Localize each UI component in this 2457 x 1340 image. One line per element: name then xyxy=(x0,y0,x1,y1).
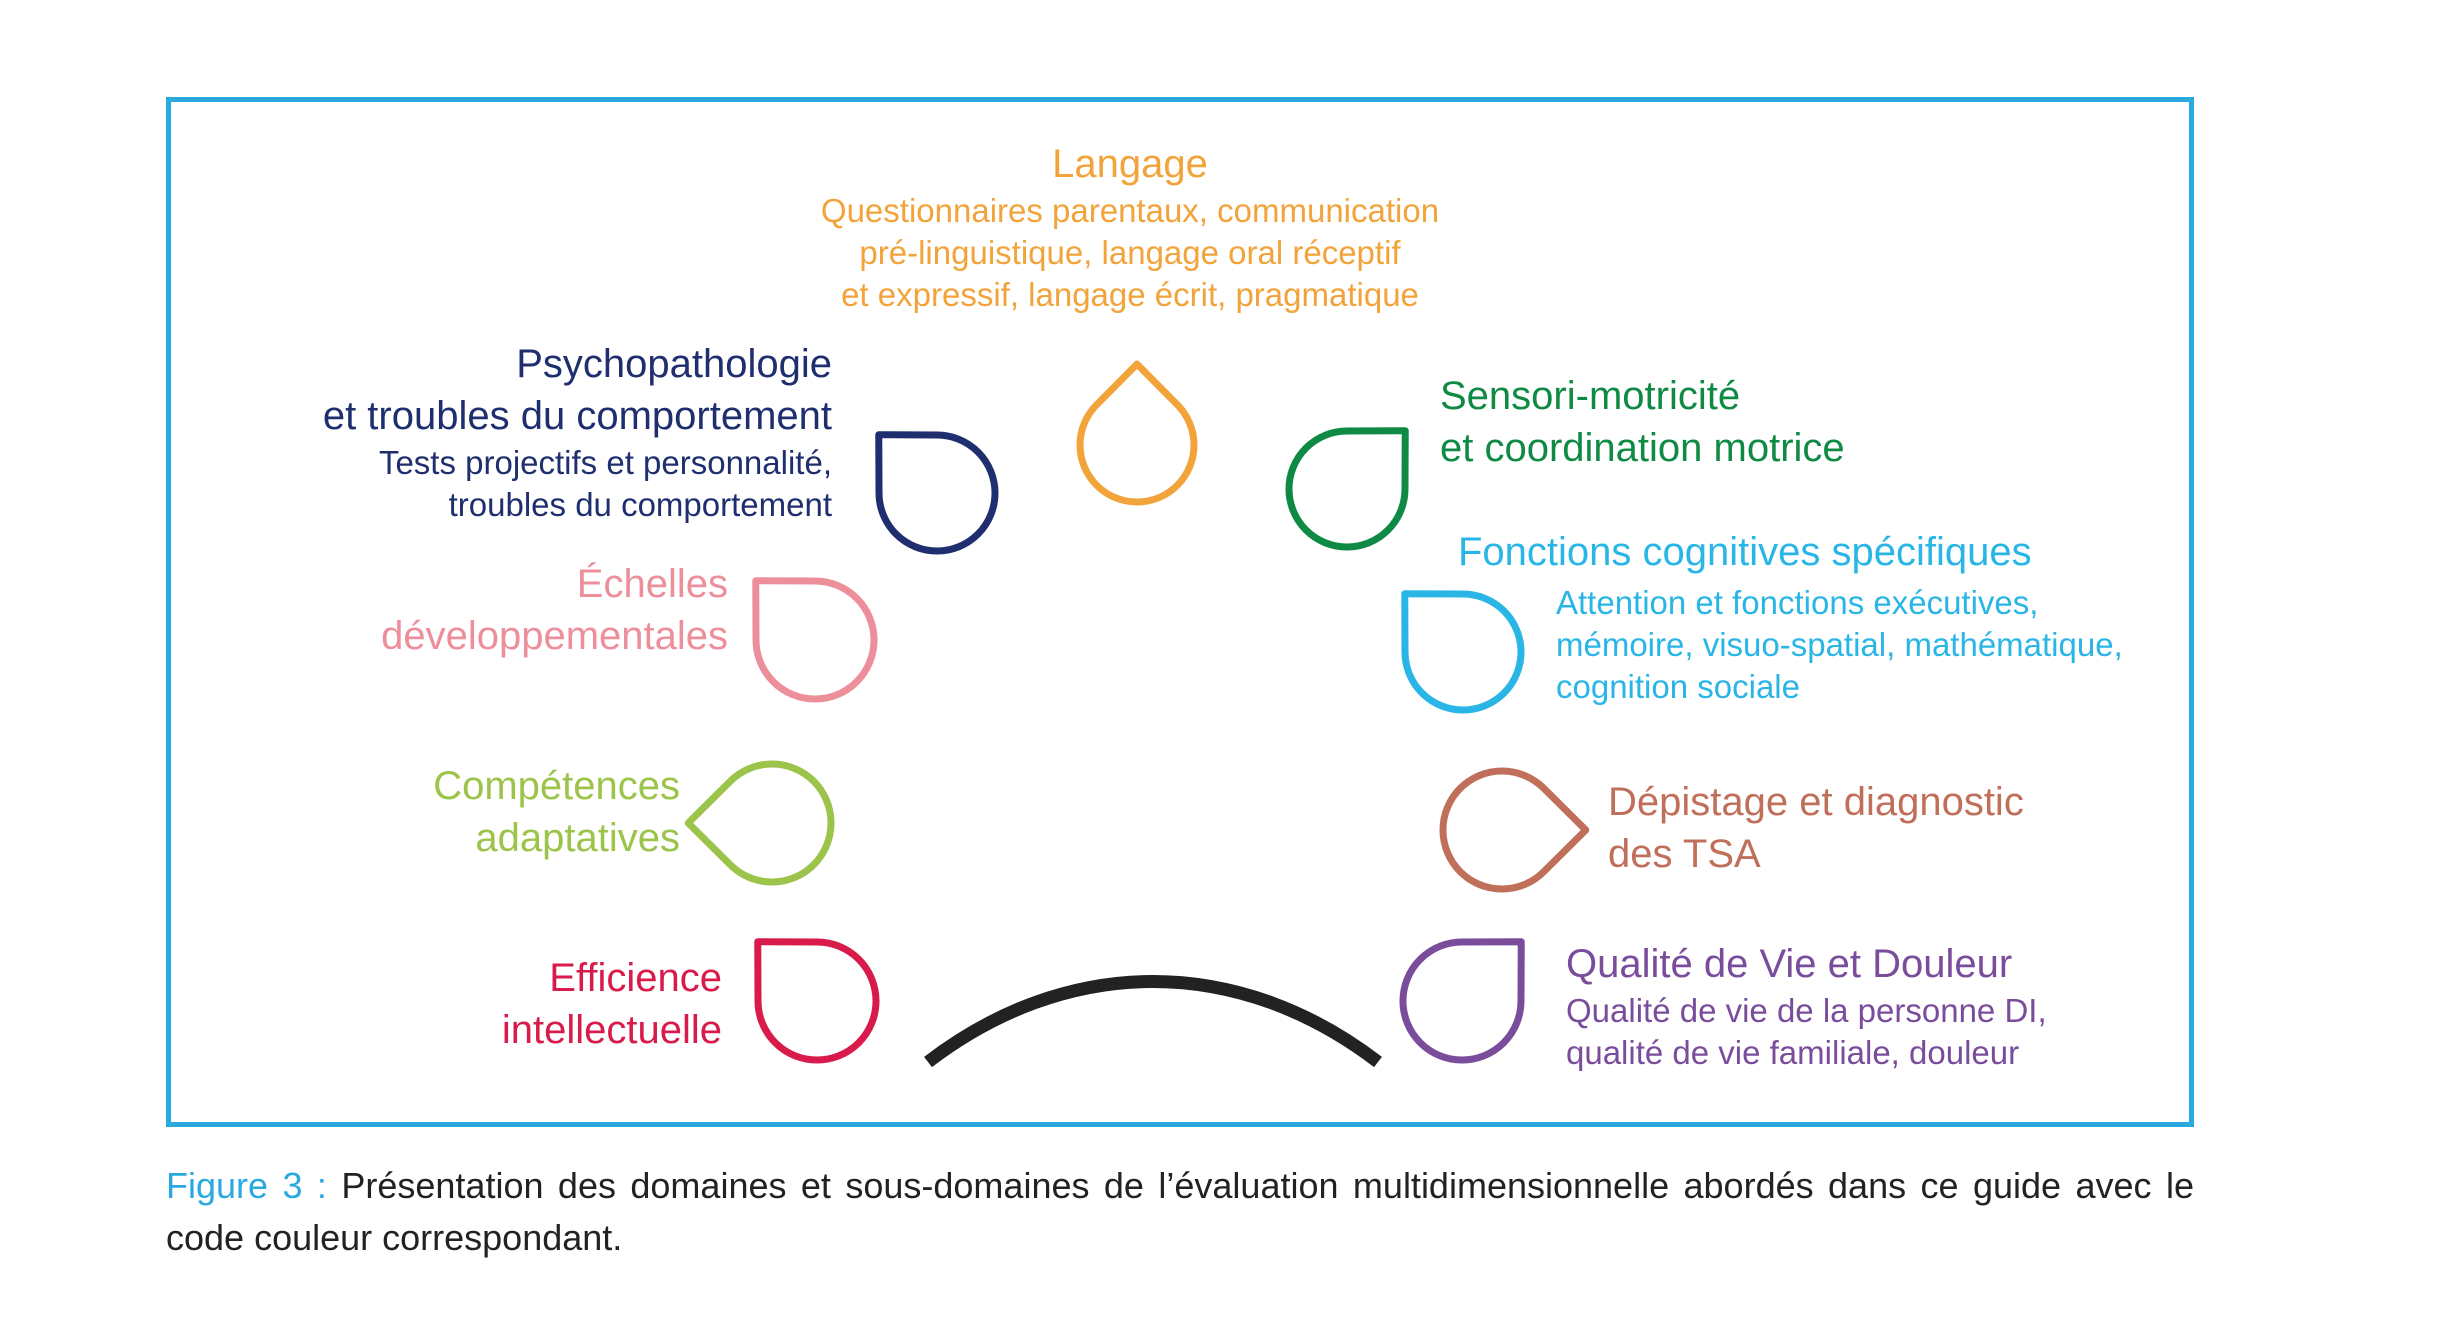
caption-label: Figure 3 : xyxy=(166,1165,327,1206)
domain-depistage: Dépistage et diagnostic des TSA xyxy=(1608,776,2168,880)
domain-fonctions-title: Fonctions cognitives spécifiques xyxy=(1458,530,2032,574)
domain-fonctions-sub-3: cognition sociale xyxy=(1556,668,1800,705)
domain-qualite-sub-2: qualité de vie familiale, douleur xyxy=(1566,1034,2020,1071)
domain-sensori-title-1: Sensori-motricité xyxy=(1440,374,1741,418)
domain-competences-title-1: Compétences xyxy=(433,764,680,808)
domain-efficience-title-1: Efficience xyxy=(549,956,722,1000)
domain-psychopathologie: Psychopathologie et troubles du comporte… xyxy=(180,338,832,526)
domain-efficience-title-2: intellectuelle xyxy=(501,1008,722,1052)
domain-fonctions-sub-block: Attention et fonctions exécutives, mémoi… xyxy=(1556,582,2176,708)
figure-frame xyxy=(166,97,2194,1127)
domain-qualite: Qualité de Vie et Douleur Qualité de vie… xyxy=(1566,938,2176,1074)
domain-efficience: Efficience intellectuelle xyxy=(220,952,722,1056)
domain-fonctions-title-block: Fonctions cognitives spécifiques xyxy=(1458,526,2178,578)
domain-langage-title: Langage xyxy=(1052,142,1208,186)
drop-marker-depistage xyxy=(1439,767,1590,893)
domain-depistage-title-1: Dépistage et diagnostic xyxy=(1608,780,2024,824)
domain-echelles-title-2: développementales xyxy=(381,614,728,658)
drop-marker-langage xyxy=(1076,360,1198,506)
domain-echelles-title-1: Échelles xyxy=(576,562,728,606)
domain-sensori-title-2: et coordination motrice xyxy=(1440,426,1845,470)
figure-caption: Figure 3 : Présentation des domaines et … xyxy=(166,1160,2194,1264)
domain-echelles: Échelles développementales xyxy=(220,558,728,662)
domain-qualite-sub-1: Qualité de vie de la personne DI, xyxy=(1566,992,2047,1029)
drop-marker-competences xyxy=(684,760,835,886)
caption-text: Présentation des domaines et sous-domain… xyxy=(166,1165,2194,1258)
drop-marker-echelles xyxy=(752,577,878,703)
domain-competences-title-2: adaptatives xyxy=(475,816,680,860)
drop-marker-sensori xyxy=(1285,427,1409,551)
domain-depistage-title-2: des TSA xyxy=(1608,832,1761,876)
drop-marker-fonctions xyxy=(1401,590,1525,714)
domain-psycho-sub-2: troubles du comportement xyxy=(448,486,832,523)
arc-line xyxy=(924,975,1382,1068)
domain-langage-sub-1: Questionnaires parentaux, communication xyxy=(820,192,1440,229)
drop-marker-psycho xyxy=(875,431,999,555)
domain-langage: Langage Questionnaires parentaux, commun… xyxy=(780,138,1480,316)
drop-marker-qualite xyxy=(1399,938,1525,1064)
domain-qualite-title: Qualité de Vie et Douleur xyxy=(1566,942,2013,986)
domain-langage-sub-2: pré-linguistique, langage oral réceptif xyxy=(859,234,1401,271)
domain-fonctions-sub-2: mémoire, visuo-spatial, mathématique, xyxy=(1556,626,2123,663)
domain-langage-sub-3: et expressif, langage écrit, pragmatique xyxy=(841,276,1419,313)
domain-competences: Compétences adaptatives xyxy=(220,760,680,864)
domain-psycho-sub-1: Tests projectifs et personnalité, xyxy=(378,444,832,481)
domain-sensori: Sensori-motricité et coordination motric… xyxy=(1440,370,2140,474)
domain-psycho-title-1: Psychopathologie xyxy=(516,342,832,386)
domain-fonctions-sub-1: Attention et fonctions exécutives, xyxy=(1556,584,2039,621)
drop-marker-efficience xyxy=(754,938,880,1064)
domain-psycho-title-2: et troubles du comportement xyxy=(322,394,832,438)
